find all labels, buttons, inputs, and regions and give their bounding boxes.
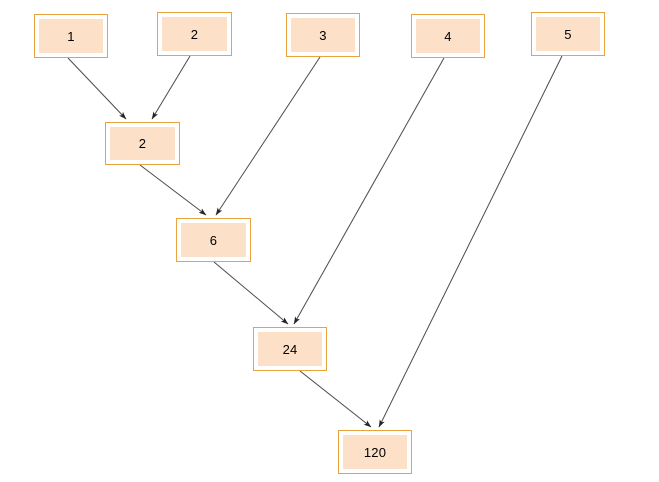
node-in1[interactable]: 1	[34, 14, 108, 58]
node-label: 2	[138, 136, 147, 151]
edge-p24-to-p120	[299, 370, 372, 428]
node-label: 120	[363, 444, 387, 460]
node-in4[interactable]: 4	[411, 14, 485, 58]
node-label: 1	[67, 28, 75, 44]
edge-in4-to-p24	[293, 57, 445, 325]
node-p6[interactable]: 6	[176, 218, 251, 262]
node-label: 24	[282, 341, 298, 357]
edge-in2-to-p2	[151, 55, 191, 120]
node-fill: 3	[291, 18, 355, 52]
edge-in5-to-p120	[378, 55, 563, 428]
node-fill: 2	[162, 17, 227, 51]
edge-in1-to-p2	[67, 57, 127, 120]
node-p2[interactable]: 2	[105, 122, 180, 165]
edge-p2-to-p6	[139, 164, 207, 216]
node-fill: 5	[536, 17, 600, 51]
node-fill: 24	[258, 332, 322, 366]
node-in3[interactable]: 3	[286, 13, 360, 57]
node-p120[interactable]: 120	[338, 430, 412, 474]
node-fill: 120	[343, 435, 407, 469]
node-label: 6	[209, 232, 218, 248]
node-in5[interactable]: 5	[531, 12, 605, 56]
node-in2[interactable]: 2	[157, 12, 232, 56]
node-label: 4	[444, 28, 452, 44]
node-label: 2	[190, 26, 199, 42]
edge-p6-to-p24	[213, 261, 289, 325]
edges-group	[67, 55, 563, 428]
node-label: 3	[319, 27, 327, 43]
edge-in3-to-p6	[215, 56, 321, 216]
node-label: 5	[564, 26, 572, 42]
node-fill: 2	[110, 127, 175, 160]
node-fill: 6	[181, 223, 246, 257]
node-fill: 4	[416, 19, 480, 53]
node-fill: 1	[39, 19, 103, 53]
node-p24[interactable]: 24	[253, 327, 327, 371]
